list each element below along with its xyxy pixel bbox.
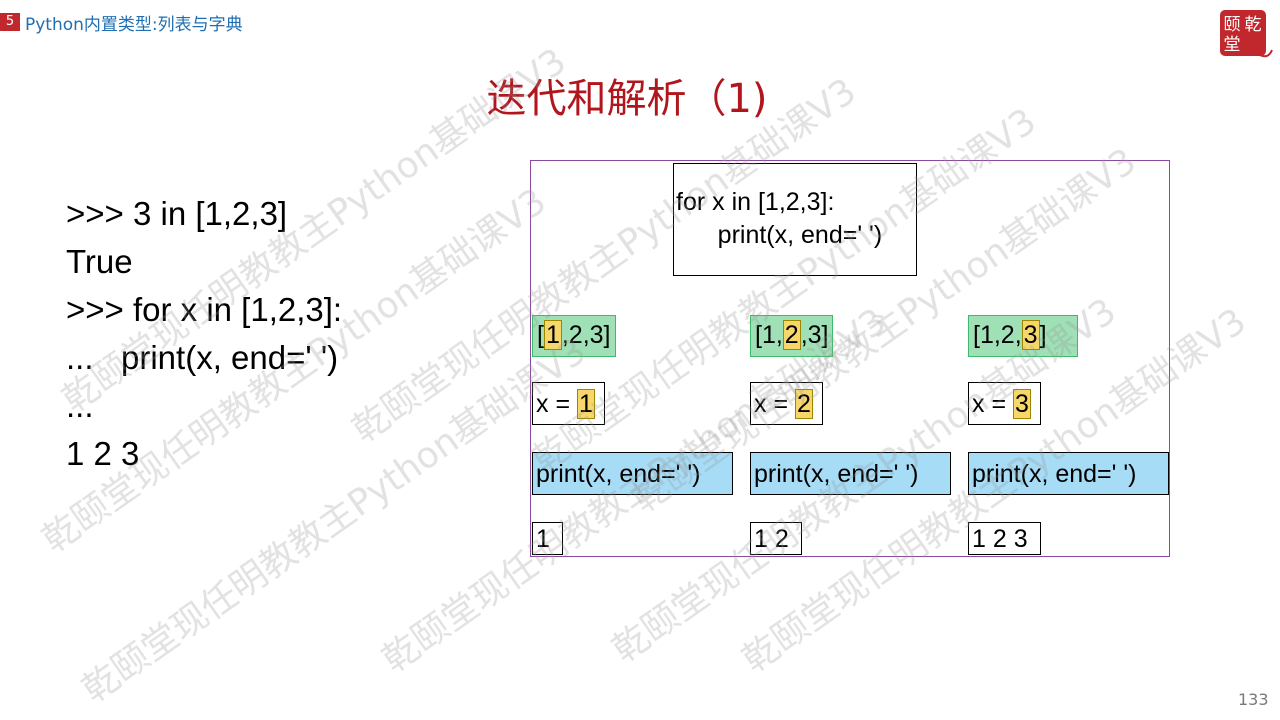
- seal-char-2: 乾: [1245, 15, 1262, 35]
- x-value: 1: [577, 389, 595, 419]
- output-step-2: 1 2: [750, 522, 802, 555]
- list-text: [1,2,: [973, 321, 1022, 349]
- x-label: x =: [972, 390, 1013, 418]
- code-line: 1 2 3: [66, 435, 140, 472]
- list-box-step-1: [1,2,3]: [532, 315, 616, 357]
- code-line: ... print(x, end=' '): [66, 339, 339, 376]
- output-step-3: 1 2 3: [968, 522, 1041, 555]
- list-current-item: 1: [543, 320, 562, 350]
- x-label: x =: [754, 390, 795, 418]
- code-line: >>> 3 in [1,2,3]: [66, 195, 288, 232]
- seal-char-1: 颐: [1224, 15, 1241, 35]
- iteration-diagram: for x in [1,2,3]: print(x, end=' ') [1,2…: [530, 160, 1170, 557]
- code-line: True: [66, 243, 133, 280]
- list-text: [: [537, 321, 544, 349]
- output-step-1: 1: [532, 522, 563, 555]
- code-block: >>> 3 in [1,2,3] True >>> for x in [1,2,…: [66, 190, 342, 478]
- seal-logo: 颐 乾 堂: [1220, 10, 1273, 58]
- slide-title: 迭代和解析（1): [486, 76, 768, 122]
- section-number-badge: 5: [0, 13, 20, 31]
- x-value: 3: [1013, 389, 1031, 419]
- x-assignment-step-2: x = 2: [750, 382, 823, 425]
- print-call-step-1: print(x, end=' '): [532, 452, 733, 495]
- list-text: [1,: [755, 321, 783, 349]
- print-call-step-3: print(x, end=' '): [968, 452, 1169, 495]
- list-text: ,2,3]: [561, 321, 611, 349]
- print-call-step-2: print(x, end=' '): [750, 452, 951, 495]
- list-box-step-3: [1,2,3]: [968, 315, 1078, 357]
- x-assignment-step-1: x = 1: [532, 382, 605, 425]
- page-number: 133: [1238, 690, 1269, 709]
- loop-code-box: for x in [1,2,3]: print(x, end=' '): [673, 163, 917, 276]
- list-current-item: 2: [782, 320, 801, 350]
- list-current-item: 3: [1021, 320, 1040, 350]
- seal-char-3: 堂: [1224, 35, 1241, 55]
- x-assignment-step-3: x = 3: [968, 382, 1041, 425]
- code-line: ...: [66, 387, 94, 424]
- x-value: 2: [795, 389, 813, 419]
- loop-code-line: for x in [1,2,3]:: [676, 188, 835, 216]
- x-label: x =: [536, 390, 577, 418]
- loop-code-line: print(x, end=' '): [676, 221, 883, 249]
- list-text: ,3]: [800, 321, 829, 349]
- list-box-step-2: [1,2,3]: [750, 315, 833, 357]
- code-line: >>> for x in [1,2,3]:: [66, 291, 343, 328]
- list-text: ]: [1039, 321, 1047, 349]
- section-title: Python内置类型:列表与字典: [25, 15, 243, 35]
